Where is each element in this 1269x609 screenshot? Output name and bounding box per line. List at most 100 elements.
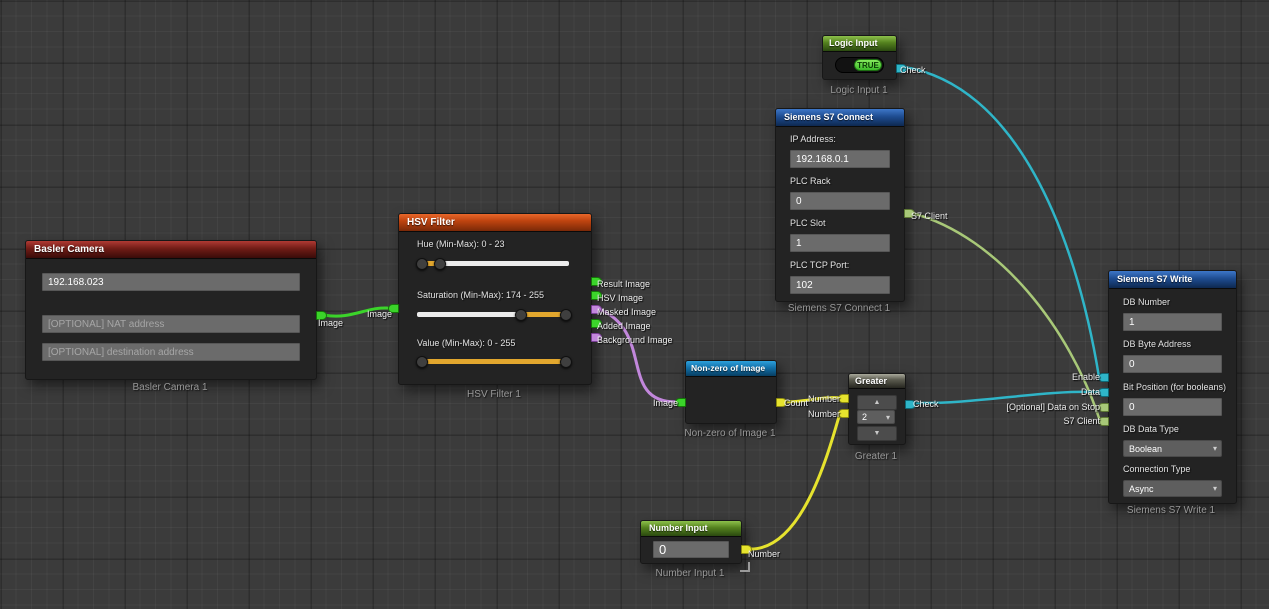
- node-s7-connect-header[interactable]: Siemens S7 Connect: [776, 109, 904, 127]
- node-number-input-header[interactable]: Number Input: [641, 521, 741, 537]
- resize-handle[interactable]: [740, 562, 750, 572]
- port-greater-number2-in[interactable]: [838, 409, 849, 418]
- logic-toggle[interactable]: TRUE: [835, 57, 884, 73]
- wire-count-to-greater-number1[interactable]: [782, 396, 842, 404]
- wire-s7client-to-write[interactable]: [910, 211, 1101, 420]
- s7w-byteaddr-input[interactable]: [1123, 355, 1222, 373]
- camera-nat-input[interactable]: [42, 315, 300, 333]
- value-range-label: Value (Min-Max): 0 - 255: [417, 338, 516, 348]
- port-nonzero-image-in[interactable]: [675, 398, 686, 407]
- port-s7w-dataonstop-in[interactable]: [1098, 403, 1109, 412]
- saturation-max-handle[interactable]: [560, 309, 572, 321]
- port-label-nonzero-image-in: Image: [652, 398, 678, 408]
- port-s7w-enable-in[interactable]: [1098, 373, 1109, 382]
- node-number-input-caption: Number Input 1: [655, 568, 725, 579]
- node-non-zero-header[interactable]: Non-zero of Image: [686, 361, 776, 377]
- node-basler-camera-header[interactable]: Basler Camera: [26, 241, 316, 259]
- s7c-ip-label: IP Address:: [790, 134, 836, 144]
- camera-ip-input[interactable]: [42, 273, 300, 291]
- greater-decrement-button[interactable]: ▼: [857, 426, 897, 441]
- port-logic-check-out[interactable]: [896, 64, 907, 73]
- s7w-datatype-label: DB Data Type: [1123, 424, 1179, 434]
- chevron-down-icon: ▾: [1212, 444, 1217, 453]
- s7c-ip-input[interactable]: [790, 150, 890, 168]
- port-hsv-hsv-image-out[interactable]: [591, 291, 602, 300]
- port-label-camera-image-out: Image: [318, 318, 344, 328]
- port-label-nonzero-count-out: Count: [784, 398, 809, 408]
- s7c-rack-label: PLC Rack: [790, 176, 831, 186]
- saturation-min-handle[interactable]: [515, 309, 527, 321]
- logic-toggle-knob[interactable]: TRUE: [854, 59, 882, 71]
- port-hsv-result-image-out[interactable]: [591, 277, 602, 286]
- s7w-dbnumber-label: DB Number: [1123, 297, 1171, 307]
- s7w-conntype-label: Connection Type: [1123, 464, 1191, 474]
- port-label-hsv-image: HSV Image: [597, 293, 644, 303]
- greater-increment-button[interactable]: ▲: [857, 395, 897, 410]
- port-label-added-image: Added Image: [597, 321, 651, 331]
- port-s7w-data-in[interactable]: [1098, 388, 1109, 397]
- port-s7-client-out[interactable]: [904, 209, 915, 218]
- node-logic-input[interactable]: Logic Input TRUE: [822, 35, 907, 80]
- node-s7-write[interactable]: Siemens S7 Write DB Number DB Byte Addre…: [1098, 270, 1237, 504]
- port-label-background-image: Background Image: [597, 335, 673, 345]
- node-number-input[interactable]: Number Input: [640, 520, 752, 572]
- s7w-conntype-select[interactable]: Async ▾: [1123, 480, 1222, 497]
- node-greater-header[interactable]: Greater: [849, 374, 905, 389]
- port-camera-image-out[interactable]: [316, 311, 327, 320]
- port-hsv-masked-image-out[interactable]: [591, 305, 602, 314]
- port-label-number-out: Number: [748, 549, 781, 559]
- port-label-greater-number1: Number: [807, 394, 840, 404]
- saturation-range-slider[interactable]: [417, 309, 572, 321]
- spin-down-icon: ▼: [873, 430, 881, 437]
- node-logic-input-caption: Logic Input 1: [830, 85, 888, 96]
- wire-greater-check-to-data[interactable]: [911, 390, 1101, 405]
- node-logic-input-header[interactable]: Logic Input: [823, 36, 896, 52]
- s7w-datatype-select[interactable]: Boolean ▾: [1123, 440, 1222, 457]
- value-range-slider[interactable]: [416, 356, 572, 368]
- hue-range-slider[interactable]: [416, 258, 569, 270]
- node-greater[interactable]: Greater ▲ 2 ▾ ▼: [838, 373, 916, 445]
- port-label-s7-client-out: S7 Client: [911, 211, 948, 221]
- port-s7w-s7client-in[interactable]: [1098, 417, 1109, 426]
- node-greater-caption: Greater 1: [854, 451, 898, 462]
- node-hsv-filter-caption: HSV Filter 1: [467, 389, 521, 400]
- node-hsv-filter[interactable]: HSV Filter Hue (Min-Max): 0 - 23 Saturat…: [388, 213, 602, 385]
- port-hsv-added-image-out[interactable]: [591, 319, 602, 328]
- node-s7-write-caption: Siemens S7 Write 1: [1126, 505, 1216, 516]
- wire-masked-image-to-nonzero[interactable]: [597, 307, 678, 404]
- port-greater-number1-in[interactable]: [838, 394, 849, 403]
- chevron-down-icon: ▾: [1212, 484, 1217, 493]
- port-number-out[interactable]: [741, 545, 752, 554]
- node-non-zero-of-image[interactable]: Non-zero of Image: [675, 360, 787, 424]
- s7c-port-input[interactable]: [790, 276, 890, 294]
- s7w-dbnumber-input[interactable]: [1123, 313, 1222, 331]
- value-min-handle[interactable]: [416, 356, 428, 368]
- s7c-rack-input[interactable]: [790, 192, 890, 210]
- wire-numberinput-to-greater-number2[interactable]: [747, 411, 842, 551]
- camera-dest-input[interactable]: [42, 343, 300, 361]
- port-label-greater-number2: Number: [807, 409, 840, 419]
- port-nonzero-count-out[interactable]: [776, 398, 787, 407]
- port-hsv-image-in[interactable]: [388, 304, 399, 313]
- node-hsv-filter-header[interactable]: HSV Filter: [399, 214, 591, 232]
- node-s7-connect[interactable]: Siemens S7 Connect IP Address: PLC Rack …: [775, 108, 915, 302]
- s7w-conntype-value: Async: [1129, 484, 1154, 494]
- s7w-bitpos-label: Bit Position (for booleans): [1123, 382, 1227, 392]
- s7c-slot-input[interactable]: [790, 234, 890, 252]
- node-basler-camera[interactable]: Basler Camera: [25, 240, 327, 380]
- s7c-slot-label: PLC Slot: [790, 218, 826, 228]
- port-greater-check-out[interactable]: [905, 400, 916, 409]
- greater-value: 2: [862, 412, 868, 422]
- wire-logic-check-to-enable[interactable]: [902, 65, 1101, 379]
- wire-camera-image-to-hsv[interactable]: [322, 306, 389, 318]
- node-s7-write-header[interactable]: Siemens S7 Write: [1109, 271, 1236, 289]
- value-max-handle[interactable]: [560, 356, 572, 368]
- number-input-field[interactable]: [653, 541, 729, 558]
- port-hsv-background-image-out[interactable]: [591, 333, 602, 342]
- greater-value-select[interactable]: 2 ▾: [857, 410, 895, 424]
- hue-max-handle[interactable]: [434, 258, 446, 270]
- node-non-zero-caption: Non-zero of Image 1: [684, 428, 776, 439]
- hue-min-handle[interactable]: [416, 258, 428, 270]
- s7w-bitpos-input[interactable]: [1123, 398, 1222, 416]
